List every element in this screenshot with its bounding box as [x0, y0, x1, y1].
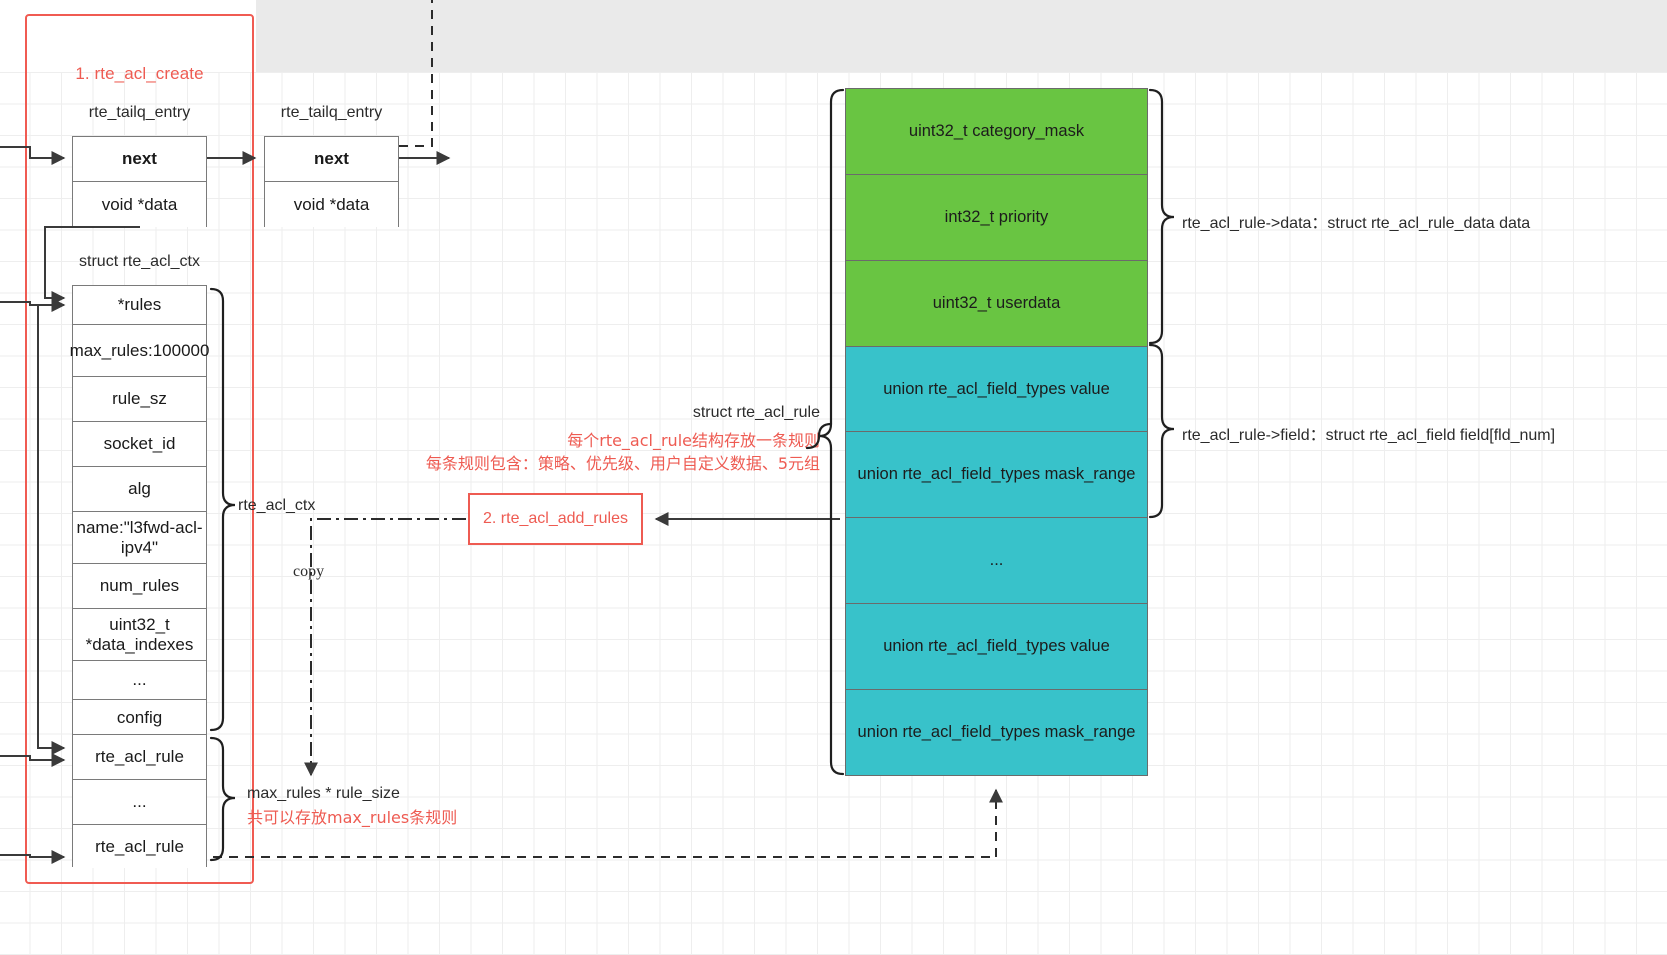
acl-rule-note-cn-1: 每个rte_acl_rule结构存放一条规则	[567, 431, 820, 450]
rte-acl-create-frame	[25, 14, 254, 884]
acl-rule-caption: struct rte_acl_rule	[692, 404, 820, 421]
rule-row-category-mask: uint32_t category_mask	[846, 89, 1147, 175]
acl-ctx-caption: struct rte_acl_ctx	[79, 253, 200, 270]
acl-rule-slot-last: rte_acl_rule	[73, 825, 206, 868]
acl-ctx-row-name: name:"l3fwd-acl-ipv4"	[73, 512, 206, 564]
rule-row-userdata: uint32_t userdata	[846, 261, 1147, 347]
capacity-label: max_rules * rule_size	[247, 785, 400, 802]
tailq-right-next: next	[265, 137, 398, 182]
acl-ctx-row-socket-id: socket_id	[73, 422, 206, 467]
acl-ctx-row-rules: *rules	[73, 286, 206, 325]
acl-rule-slot-first: rte_acl_rule	[73, 735, 206, 780]
acl-ctx-row-data-indexes: uint32_t *data_indexes	[73, 609, 206, 661]
acl-ctx-row-num-rules: num_rules	[73, 564, 206, 609]
acl-ctx-row-alg: alg	[73, 467, 206, 512]
rule-row-priority: int32_t priority	[846, 175, 1147, 261]
rule-row-field-mask-range-1: union rte_acl_field_types mask_range	[846, 432, 1147, 518]
tailq-entry-left: next void *data	[72, 136, 207, 227]
acl-ctx-row-ellipsis: ...	[73, 661, 206, 700]
acl-ctx-row-max-rules: max_rules:100000	[70, 325, 209, 377]
acl-rule-note-cn-2: 每条规则包含：策略、优先级、用户自定义数据、5元组	[425, 454, 820, 473]
rule-data-brace-label: rte_acl_rule->data：struct rte_acl_rule_d…	[1182, 215, 1531, 232]
acl-ctx-row-rule-sz: rule_sz	[73, 377, 206, 422]
copy-label: copy	[293, 563, 325, 580]
acl-ctx-row-config: config	[73, 700, 206, 735]
acl-ctx-box: *rules max_rules:100000 rule_sz socket_i…	[70, 285, 209, 735]
tailq-entry-right: next void *data	[264, 136, 399, 227]
acl-rule-box: uint32_t category_mask int32_t priority …	[845, 88, 1148, 776]
rule-field-brace-label: rte_acl_rule->field：struct rte_acl_field…	[1182, 427, 1556, 444]
capacity-note-cn: 共可以存放max_rules条规则	[247, 808, 458, 827]
rule-row-field-mask-range-2: union rte_acl_field_types mask_range	[846, 690, 1147, 775]
acl-ctx-rules-array: rte_acl_rule ... rte_acl_rule	[72, 734, 207, 868]
rte-acl-add-rules-label: 2. rte_acl_add_rules	[483, 510, 628, 527]
top-white-cutout	[0, 0, 256, 72]
acl-rule-slot-ellipsis: ...	[73, 780, 206, 825]
rule-row-field-value-1: union rte_acl_field_types value	[846, 347, 1147, 432]
tailq-left-data: void *data	[73, 182, 206, 227]
rule-row-field-ellipsis: ...	[846, 518, 1147, 604]
acl-ctx-brace-label: rte_acl_ctx	[238, 497, 316, 514]
tailq-entry-left-caption: rte_tailq_entry	[88, 104, 191, 121]
tailq-entry-right-caption: rte_tailq_entry	[280, 104, 383, 121]
rule-row-field-value-2: union rte_acl_field_types value	[846, 604, 1147, 690]
tailq-right-data: void *data	[265, 182, 398, 227]
rte-acl-add-rules-box[interactable]: 2. rte_acl_add_rules	[468, 493, 643, 545]
tailq-left-next: next	[73, 137, 206, 182]
rte-acl-create-label: 1. rte_acl_create	[75, 64, 204, 83]
top-gray-band	[0, 0, 1667, 72]
